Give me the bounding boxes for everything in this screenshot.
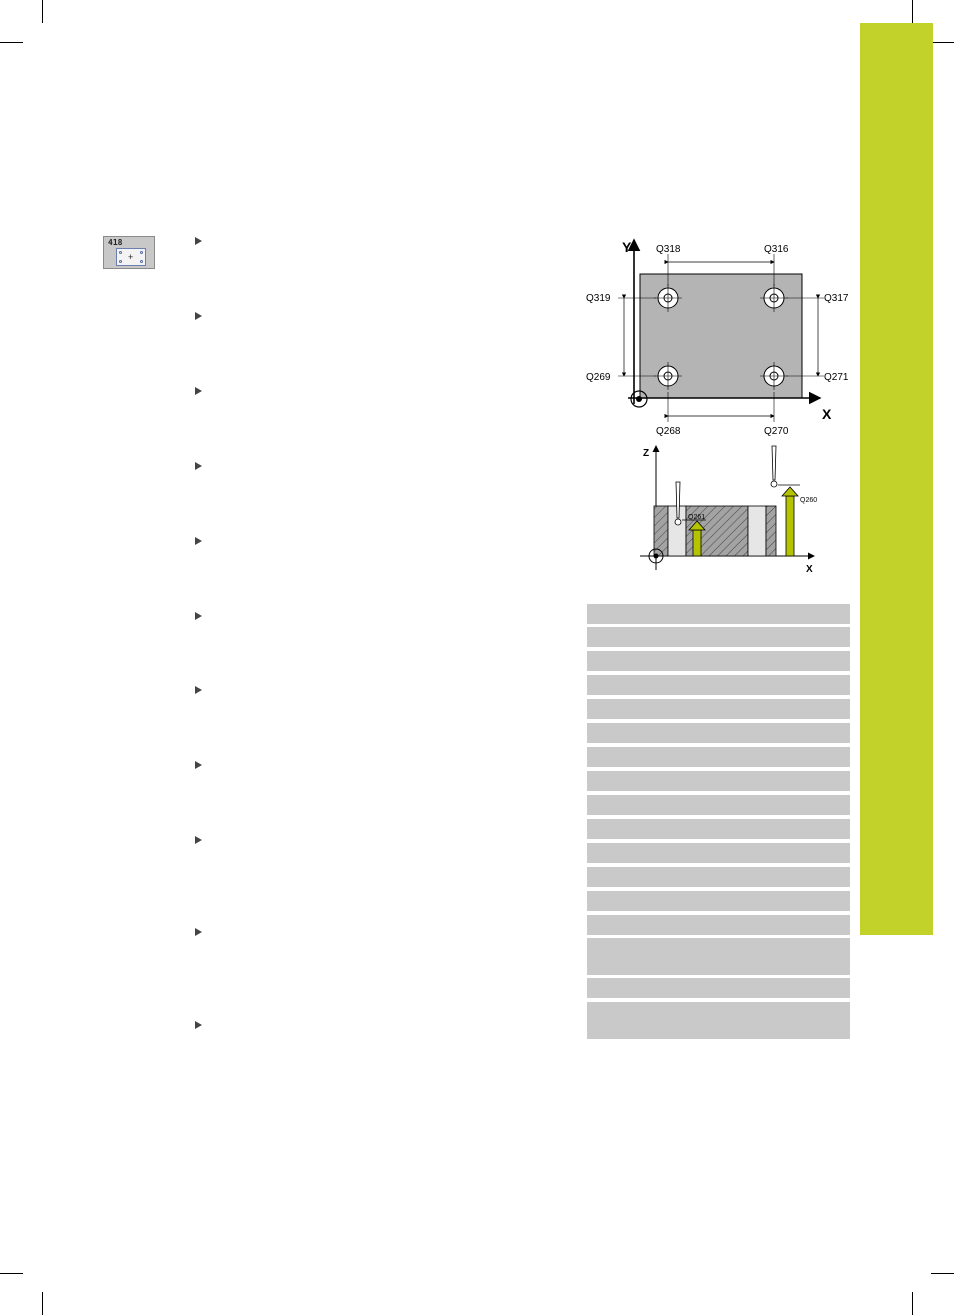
parameter-bullet-icon <box>195 836 202 844</box>
value-bar <box>587 978 850 998</box>
crop-mark <box>912 0 913 23</box>
label-q318: Q318 <box>656 244 681 255</box>
workpiece-section-right <box>765 505 777 557</box>
value-bar <box>587 819 850 839</box>
value-bar <box>587 699 850 719</box>
parameter-bullet-icon <box>195 761 202 769</box>
touch-probe-low <box>674 481 682 526</box>
label-q271: Q271 <box>824 372 849 383</box>
workpiece-panel: + <box>116 248 146 266</box>
hole-q316-q317 <box>760 284 788 312</box>
value-bar <box>587 747 850 767</box>
q261-height-arrow <box>688 520 706 557</box>
q260-clearance-arrow <box>781 486 799 557</box>
cycle-number: 418 <box>108 238 123 247</box>
label-q260: Q260 <box>800 497 817 504</box>
x-axis-label: X <box>822 406 832 422</box>
hole-q268-q269 <box>654 362 682 390</box>
hole-q318-q319 <box>654 284 682 312</box>
value-bar <box>587 604 850 624</box>
value-bar <box>587 1002 850 1039</box>
parameter-bullet-icon <box>195 1021 202 1029</box>
crop-mark <box>912 1292 913 1315</box>
origin-symbol <box>630 390 648 408</box>
parameter-bullet-icon <box>195 237 202 245</box>
label-q319: Q319 <box>586 293 611 304</box>
value-bar <box>587 915 850 935</box>
xy-plane-diagram: Y X Q318 Q316 Q319 Q317 Q269 <box>586 238 849 437</box>
x-axis-side-label: X <box>806 564 813 575</box>
origin-symbol-side <box>648 548 664 564</box>
parameter-bullet-icon <box>195 537 202 545</box>
label-q270: Q270 <box>764 426 789 437</box>
value-bar <box>587 651 850 671</box>
workpiece-section-left <box>653 505 669 557</box>
parameter-bullet-icon <box>195 612 202 620</box>
value-bar <box>587 627 850 647</box>
value-bar <box>587 723 850 743</box>
value-bar <box>587 891 850 911</box>
crop-mark <box>0 1273 23 1274</box>
label-q269: Q269 <box>586 372 611 383</box>
crop-mark <box>0 42 23 43</box>
label-q317: Q317 <box>824 293 849 304</box>
parameter-bullet-icon <box>195 686 202 694</box>
hole-q270-q271 <box>760 362 788 390</box>
crosshair-icon: + <box>128 252 134 262</box>
touch-probe-high <box>770 445 778 488</box>
value-bar <box>587 771 850 791</box>
parameter-bullet-icon <box>195 928 202 936</box>
cycle-418-softkey-icon: 418 + <box>103 236 155 269</box>
label-q268: Q268 <box>656 426 681 437</box>
parameter-bullet-icon <box>195 312 202 320</box>
label-q316: Q316 <box>764 244 789 255</box>
parameter-bullet-icon <box>195 462 202 470</box>
value-bar <box>587 795 850 815</box>
crop-mark <box>42 1292 43 1315</box>
crop-mark <box>931 42 954 43</box>
chapter-side-tab <box>860 23 933 935</box>
value-bar <box>587 867 850 887</box>
z-axis-label: Z <box>643 448 649 459</box>
value-bar <box>587 938 850 975</box>
value-bar <box>587 843 850 863</box>
workpiece-hole-right <box>747 505 767 557</box>
crop-mark <box>931 1273 954 1274</box>
y-axis-label: Y <box>622 239 632 255</box>
parameter-bullet-icon <box>195 387 202 395</box>
label-q261: Q261 <box>688 514 705 521</box>
xz-side-view-diagram: Z X Q261 Q260 <box>640 445 817 575</box>
value-bar <box>587 675 850 695</box>
crop-mark <box>42 0 43 23</box>
